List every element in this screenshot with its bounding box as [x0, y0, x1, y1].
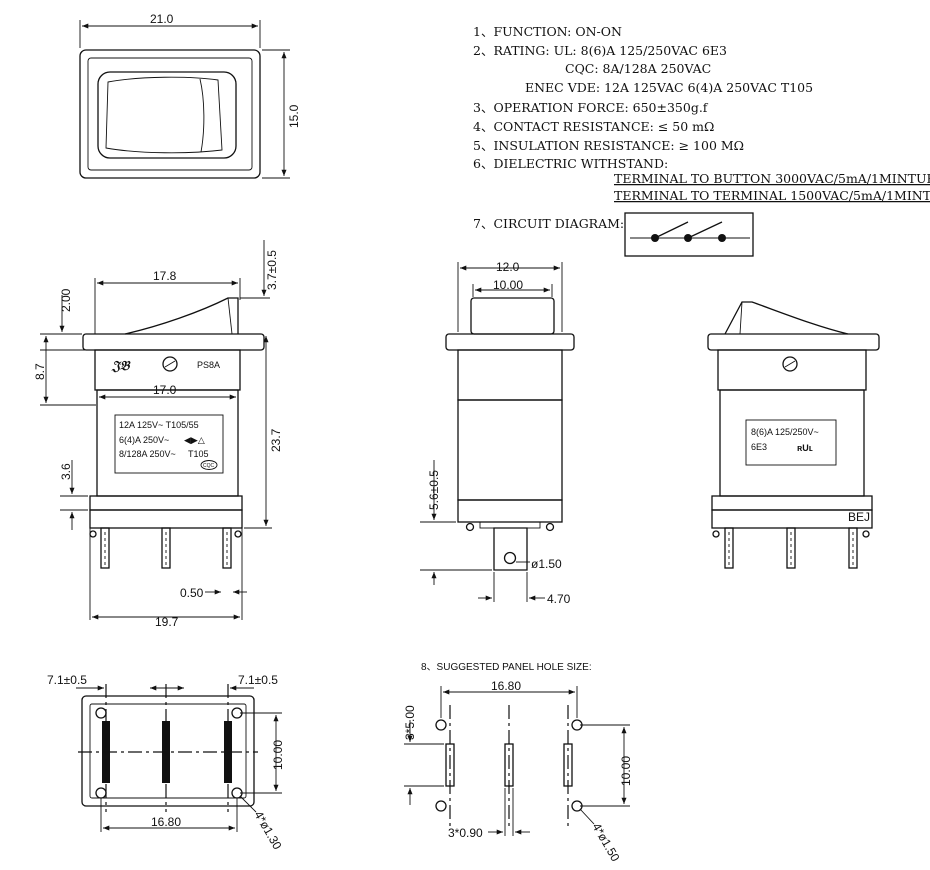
front-pins — [89, 527, 242, 569]
spec-dielectric-button: TERMINAL TO BUTTON 3000VAC/5mA/1MINTUE — [614, 171, 930, 186]
front-rocker-rise-dim: 2.00 — [59, 288, 73, 312]
circuit-terminal-right — [718, 234, 726, 242]
circuit-diagram — [624, 212, 754, 257]
side-view: 12.0 10.00 5.6±0.5 ø1.50 4.70 — [420, 260, 575, 606]
front-body-height-dim: 23.7 — [269, 428, 283, 452]
side-inner-width-dim: 10.00 — [493, 278, 523, 292]
front-pin-step-dim: 3.6 — [59, 463, 73, 480]
front-overall-width-dim: 19.7 — [155, 615, 179, 629]
spec-rating-cqc: CQC: 8A/128A 250VAC — [565, 61, 711, 76]
circuit-terminal-left — [651, 234, 659, 242]
panel-height-dim: 10.00 — [619, 756, 633, 786]
panel-slot-width-dim: 3*0.90 — [448, 826, 483, 840]
front-rocker-top-dim: 3.7±0.5 — [265, 250, 279, 290]
spec-contact-resistance: 4、CONTACT RESISTANCE: ≤ 50 mΩ — [473, 119, 714, 134]
back-mark: BEJ — [848, 510, 870, 524]
panel-width-dim: 16.80 — [491, 679, 521, 693]
front-body-width-dim: 17.0 — [153, 383, 177, 397]
front-label-line2: 6(4)A 250V~ — [119, 435, 169, 445]
back-label-line2: 6E3 — [751, 442, 767, 452]
panel-slot-height-dim: 3*5.00 — [403, 705, 417, 740]
spec-circuit-title: 7、CIRCUIT DIAGRAM: — [473, 216, 624, 231]
side-hole-dim: ø1.50 — [531, 557, 562, 571]
cqc-mark-icon — [200, 460, 218, 470]
top-height-dim: 15.0 — [287, 104, 301, 128]
front-view: 𝔍𝔅 PS8A 12A 125V~ T105/55 6(4)A 250V~ ◀▶… — [33, 240, 283, 629]
front-head-height-dim: 8.7 — [33, 363, 47, 380]
front-label-t105: T105 — [188, 449, 209, 459]
side-pin-length-dim: 4.70 — [547, 592, 571, 606]
top-view: 21.0 15.0 — [79, 12, 301, 179]
bottom-left-offset-dim: 7.1±0.5 — [47, 673, 87, 687]
bottom-view: 7.1±0.5 7.1±0.5 10.00 16.80 4*ø1.30 — [47, 673, 285, 852]
vde-mark-icon: ◀▶△ — [184, 435, 205, 445]
bottom-height-dim: 10.00 — [271, 740, 285, 770]
ul-mark-icon: ʀUʟ — [797, 443, 813, 453]
spec-dielectric: 6、DIELECTRIC WITHSTAND: — [473, 156, 668, 171]
bottom-holes-dim: 4*ø1.30 — [251, 809, 284, 853]
panel-holes-dim: 4*ø1.50 — [589, 821, 622, 865]
front-label-line3: 8/128A 250V~ — [119, 449, 176, 459]
front-width-top-dim: 17.8 — [153, 269, 177, 283]
side-outer-width-dim: 12.0 — [496, 260, 520, 274]
bottom-right-offset-dim: 7.1±0.5 — [238, 673, 278, 687]
top-width-dim: 21.0 — [150, 12, 174, 26]
back-view: 8(6)A 125/250V~ 6E3 ʀUʟ BEJ — [707, 301, 880, 569]
spec-rating-ul: 2、RATING: UL: 8(6)A 125/250VAC 6E3 — [473, 43, 727, 58]
side-pin-hole — [503, 551, 517, 565]
circuit-terminal-common — [684, 234, 692, 242]
back-label-line1: 8(6)A 125/250V~ — [751, 427, 819, 437]
spec-list: 1、FUNCTION: ON-ON 2、RATING: UL: 8(6)A 12… — [473, 24, 930, 231]
front-label-line1: 12A 125V~ T105/55 — [119, 420, 199, 430]
brand-logo: 𝔍𝔅 — [111, 358, 131, 373]
back-pins — [712, 527, 870, 569]
spec-function: 1、FUNCTION: ON-ON — [473, 24, 622, 39]
front-label-cqc: CQC — [203, 463, 215, 469]
spec-operation-force: 3、OPERATION FORCE: 650±350g.f — [473, 100, 709, 115]
spec-dielectric-terminal: TERMINAL TO TERMINAL 1500VAC/5mA/1MINTUE — [614, 188, 930, 203]
panel-hole-view: 8、SUGGESTED PANEL HOLE SIZE: 16.80 3*5.0… — [403, 662, 633, 864]
spec-insulation-resistance: 5、INSULATION RESISTANCE: ≥ 100 MΩ — [473, 138, 744, 153]
spec-rating-enec: ENEC VDE: 12A 125VAC 6(4)A 250VAC T105 — [525, 80, 813, 95]
front-pin-width-dim: 0.50 — [180, 586, 204, 600]
side-pin-height-dim: 5.6±0.5 — [427, 470, 441, 510]
bottom-width-dim: 16.80 — [151, 815, 181, 829]
front-model: PS8A — [197, 360, 220, 370]
panel-title: 8、SUGGESTED PANEL HOLE SIZE: — [421, 662, 592, 673]
